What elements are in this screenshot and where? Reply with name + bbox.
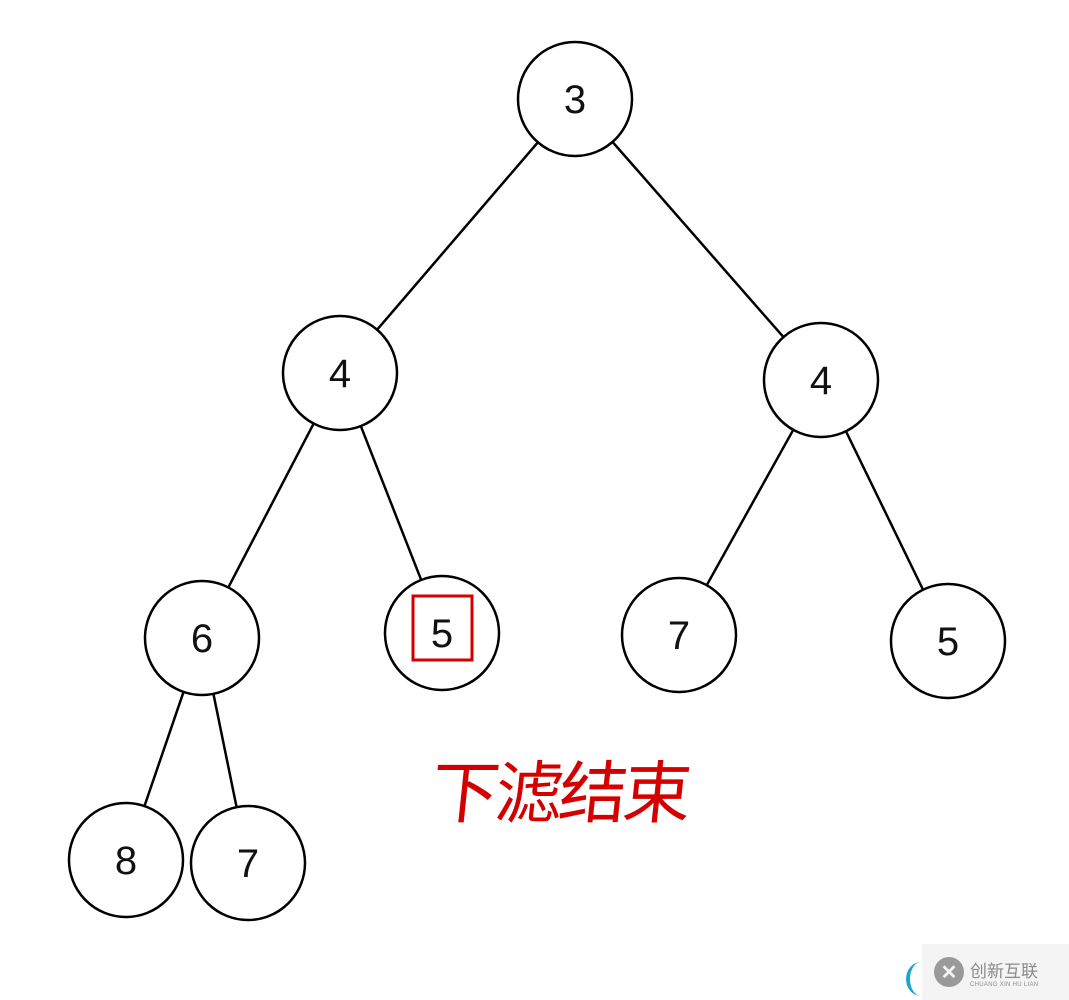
edge-root-l: [376, 141, 539, 331]
node-label-rr: 5: [937, 620, 959, 664]
node-lll: [67, 801, 185, 919]
edge-root-r: [611, 141, 785, 338]
watermark-arc-icon: [906, 962, 936, 996]
node-label-rl: 7: [668, 614, 690, 658]
node-label-lll: 8: [115, 839, 137, 883]
node-rr: [889, 582, 1007, 700]
watermark-en: CHUANG XIN HU LIAN: [970, 981, 1039, 988]
node-label-r: 4: [810, 359, 832, 403]
node-label-l: 4: [329, 352, 351, 396]
edge-ll-llr: [212, 693, 238, 808]
node-label-ll: 6: [191, 617, 213, 661]
node-root: [516, 40, 634, 158]
node-label-lr: 5: [431, 612, 453, 656]
sift-down-finished-caption: 下滤结束: [427, 755, 692, 834]
edge-r-rr: [844, 430, 925, 591]
watermark-cn: 创新互联: [970, 961, 1038, 982]
node-l: [281, 314, 399, 432]
watermark: ✕ 创新互联 CHUANG XIN HU LIAN: [922, 944, 1069, 1000]
edge-l-ll: [227, 422, 315, 589]
node-label-llr: 7: [237, 842, 259, 886]
edge-ll-lll: [143, 691, 185, 807]
node-ll: [143, 579, 261, 697]
node-llr: [189, 804, 307, 922]
edge-r-rl: [705, 429, 795, 586]
highlight-box: [411, 594, 474, 662]
edge-l-lr: [359, 425, 423, 581]
node-label-root: 3: [564, 78, 586, 122]
node-rl: [620, 576, 738, 694]
watermark-logo-icon: ✕: [934, 957, 964, 987]
node-r: [762, 321, 880, 439]
